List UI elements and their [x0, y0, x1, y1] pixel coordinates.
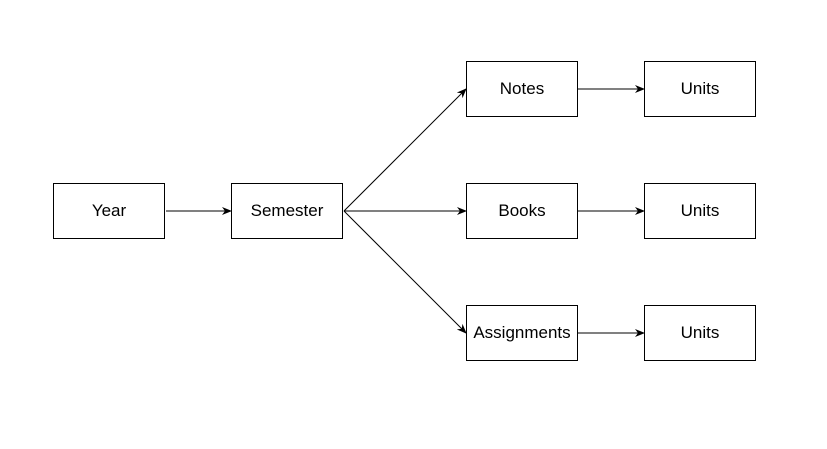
- node-books-label: Books: [498, 201, 546, 220]
- edge-semester-assignments: [343, 210, 467, 334]
- node-year[interactable]: Year: [53, 183, 165, 239]
- node-units-assignments[interactable]: Units: [644, 305, 756, 361]
- edge-semester-notes: [343, 88, 467, 212]
- node-semester-label: Semester: [250, 201, 324, 220]
- node-units-books[interactable]: Units: [644, 183, 756, 239]
- node-year-label: Year: [91, 201, 127, 220]
- node-units-books-label: Units: [680, 201, 720, 220]
- node-semester[interactable]: Semester: [231, 183, 343, 239]
- node-notes-label: Notes: [499, 79, 545, 98]
- node-assignments-label: Assignments: [473, 323, 571, 342]
- node-units-assignments-label: Units: [680, 323, 720, 342]
- node-units-notes[interactable]: Units: [644, 61, 756, 117]
- node-units-notes-label: Units: [680, 79, 720, 98]
- node-assignments[interactable]: Assignments: [466, 305, 578, 361]
- node-notes[interactable]: Notes: [466, 61, 578, 117]
- node-books[interactable]: Books: [466, 183, 578, 239]
